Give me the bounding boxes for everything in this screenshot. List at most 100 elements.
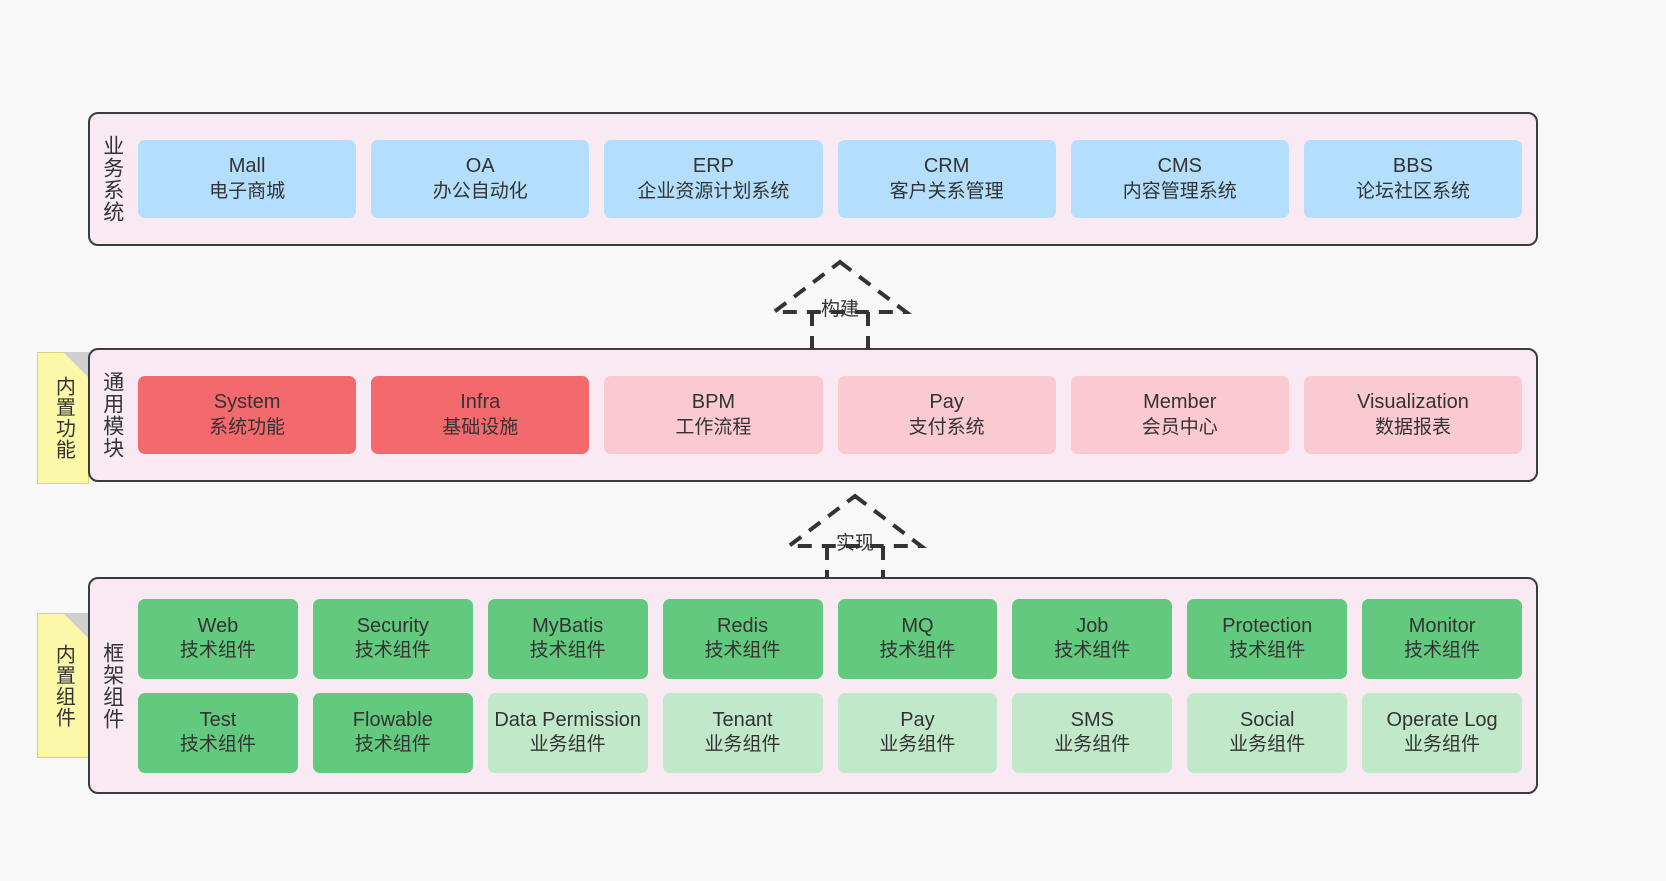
card-job[interactable]: Job 技术组件 — [1012, 598, 1173, 679]
arrow-implement-label: 实现 — [835, 533, 875, 554]
card-title-cn: 技术组件 — [354, 734, 431, 756]
card-title-cn: 基础设施 — [442, 416, 519, 438]
card-title-cn: 业务组件 — [1229, 734, 1306, 756]
arrow-implement: 实现 — [775, 492, 935, 588]
arrow-build-label: 构建 — [820, 299, 860, 320]
card-title-en: Pay — [900, 708, 935, 731]
card-title-cn: 工作流程 — [675, 416, 752, 438]
card-bpm[interactable]: BPM 工作流程 — [604, 376, 823, 454]
card-title-en: OA — [465, 155, 495, 178]
layer-common-modules: 通用模块 System 系统功能 Infra 基础设施 BPM 工作流程 Pay… — [88, 348, 1538, 482]
card-title-cn: 技术组件 — [179, 640, 256, 662]
card-title-en: Member — [1143, 391, 1217, 414]
card-title-cn: 技术组件 — [879, 640, 956, 662]
card-title-cn: 企业资源计划系统 — [637, 180, 790, 202]
note-fold-corner-icon — [63, 613, 89, 639]
layer-framework-components-body: Web 技术组件 Security 技术组件 MyBatis 技术组件 Redi… — [134, 579, 1536, 792]
card-title-cn: 会员中心 — [1141, 416, 1218, 438]
card-social[interactable]: Social 业务组件 — [1187, 692, 1348, 773]
card-operate-log[interactable]: Operate Log 业务组件 — [1362, 692, 1522, 773]
card-title-en: Security — [356, 614, 429, 637]
card-title-en: Job — [1076, 614, 1109, 637]
card-title-cn: 技术组件 — [704, 640, 781, 662]
card-data-permission[interactable]: Data Permission 业务组件 — [487, 692, 648, 773]
card-sms[interactable]: SMS 业务组件 — [1012, 692, 1173, 773]
card-title-cn: 支付系统 — [908, 416, 985, 438]
card-title-cn: 技术组件 — [179, 734, 256, 756]
card-crm[interactable]: CRM 客户关系管理 — [837, 140, 1056, 218]
card-title-cn: 技术组件 — [1054, 640, 1131, 662]
card-pay[interactable]: Pay 支付系统 — [837, 376, 1056, 454]
layer-business-systems-body: Mall 电子商城 OA 办公自动化 ERP 企业资源计划系统 CRM 客户关系… — [134, 114, 1536, 244]
card-title-en: Mall — [228, 155, 266, 178]
card-title-en: Pay — [929, 391, 964, 414]
card-title-cn: 业务组件 — [879, 734, 956, 756]
card-title-cn: 技术组件 — [1229, 640, 1306, 662]
card-security[interactable]: Security 技术组件 — [312, 598, 473, 679]
card-title-cn: 业务组件 — [1054, 734, 1131, 756]
card-protection[interactable]: Protection 技术组件 — [1187, 598, 1348, 679]
card-title-en: Visualization — [1356, 391, 1469, 414]
card-system[interactable]: System 系统功能 — [138, 376, 357, 454]
layer-framework-components: 框架组件 Web 技术组件 Security 技术组件 MyBatis 技术组件… — [88, 577, 1538, 794]
card-title-en: CRM — [923, 155, 970, 178]
note-builtin-features: 内置功能 — [37, 352, 89, 484]
card-title-en: SMS — [1070, 708, 1114, 731]
card-title-en: MQ — [901, 614, 934, 637]
card-pay-component[interactable]: Pay 业务组件 — [837, 692, 998, 773]
card-title-cn: 内容管理系统 — [1122, 180, 1237, 202]
card-erp[interactable]: ERP 企业资源计划系统 — [604, 140, 823, 218]
card-bbs[interactable]: BBS 论坛社区系统 — [1303, 140, 1523, 218]
card-monitor[interactable]: Monitor 技术组件 — [1362, 598, 1522, 679]
card-test[interactable]: Test 技术组件 — [138, 692, 298, 773]
note-builtin-features-label: 内置功能 — [52, 376, 75, 460]
arrow-head-triangle — [768, 259, 912, 314]
card-cms[interactable]: CMS 内容管理系统 — [1070, 140, 1289, 218]
card-oa[interactable]: OA 办公自动化 — [371, 140, 590, 218]
card-title-en: Protection — [1222, 614, 1313, 637]
card-title-en: CMS — [1157, 155, 1202, 178]
arrow-build: 构建 — [760, 258, 920, 354]
card-mall[interactable]: Mall 电子商城 — [138, 140, 357, 218]
card-title-en: Monitor — [1408, 614, 1476, 637]
card-title-cn: 电子商城 — [209, 180, 286, 202]
card-title-cn: 论坛社区系统 — [1355, 180, 1470, 202]
card-title-cn: 业务组件 — [704, 734, 781, 756]
card-title-cn: 数据报表 — [1374, 416, 1451, 438]
card-title-en: BBS — [1392, 155, 1433, 178]
card-tenant[interactable]: Tenant 业务组件 — [662, 692, 823, 773]
card-title-en: Social — [1239, 708, 1295, 731]
card-title-en: System — [213, 391, 281, 414]
arrow-head-triangle — [783, 493, 927, 548]
card-title-cn: 业务组件 — [529, 734, 606, 756]
card-flowable[interactable]: Flowable 技术组件 — [312, 692, 473, 773]
card-member[interactable]: Member 会员中心 — [1070, 376, 1289, 454]
card-row: System 系统功能 Infra 基础设施 BPM 工作流程 Pay 支付系统… — [138, 376, 1523, 454]
arrow-shaft — [810, 312, 870, 354]
card-title-en: ERP — [692, 155, 734, 178]
card-title-cn: 业务组件 — [1404, 734, 1481, 756]
card-web[interactable]: Web 技术组件 — [138, 598, 298, 679]
card-mq[interactable]: MQ 技术组件 — [837, 598, 998, 679]
layer-framework-components-title: 框架组件 — [100, 641, 124, 730]
card-title-en: BPM — [691, 391, 736, 414]
card-mybatis[interactable]: MyBatis 技术组件 — [487, 598, 648, 679]
card-infra[interactable]: Infra 基础设施 — [371, 376, 590, 454]
card-title-en: Tenant — [712, 708, 773, 731]
note-builtin-components: 内置组件 — [37, 613, 89, 758]
card-visualization[interactable]: Visualization 数据报表 — [1303, 376, 1523, 454]
note-builtin-components-label: 内置组件 — [52, 643, 75, 728]
card-title-cn: 技术组件 — [1404, 640, 1481, 662]
card-row: Web 技术组件 Security 技术组件 MyBatis 技术组件 Redi… — [138, 598, 1522, 679]
layer-business-systems-title: 业务系统 — [100, 135, 124, 223]
card-title-en: Test — [199, 708, 237, 731]
card-title-cn: 客户关系管理 — [889, 180, 1004, 202]
card-redis[interactable]: Redis 技术组件 — [662, 598, 823, 679]
card-title-en: Flowable — [352, 708, 433, 731]
card-title-en: Data Permission — [494, 708, 642, 731]
card-title-cn: 办公自动化 — [432, 180, 528, 202]
card-title-cn: 技术组件 — [354, 640, 431, 662]
note-fold-corner-icon — [63, 352, 89, 378]
card-title-en: Infra — [460, 391, 501, 414]
card-title-en: Operate Log — [1386, 708, 1498, 731]
